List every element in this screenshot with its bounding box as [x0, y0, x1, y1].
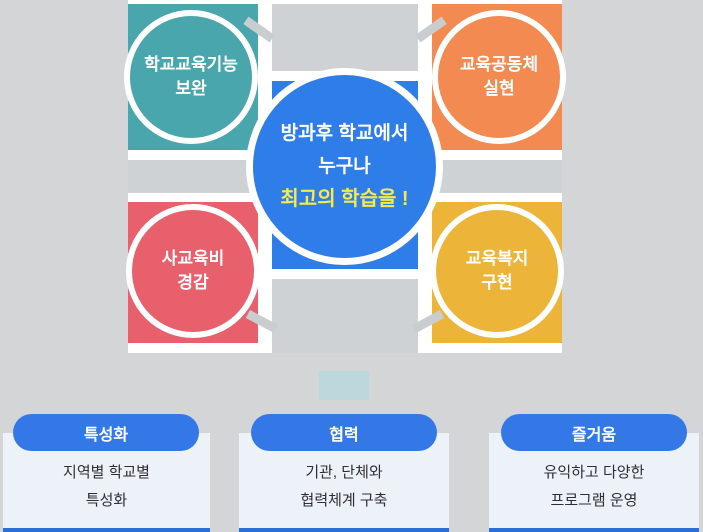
circle-private-cost-line1: 사교육비 [161, 249, 225, 268]
grid-cell-bottom-middle [272, 279, 418, 353]
pill-specialization: 특성화 [13, 414, 199, 451]
card-enjoyment-line2: 프로그램 운영 [550, 492, 638, 509]
circle-edu-welfare: 교육복지 구현 [430, 204, 564, 338]
pill-cooperation-label: 협력 [329, 426, 359, 444]
circle-school-function-line1: 학교교육기능 [144, 55, 238, 74]
grid-cell-middle-right [432, 160, 562, 193]
card-enjoyment-line1: 유익하고 다양한 [543, 464, 645, 481]
pill-specialization-label: 특성화 [83, 426, 129, 444]
center-slogan-line1: 방과후 학교에서 [280, 123, 409, 144]
center-slogan-line2: 누구나 [318, 156, 371, 177]
circle-edu-community: 교육공동체 실현 [432, 10, 566, 144]
circle-edu-welfare-line1: 교육복지 [465, 249, 529, 268]
card-specialization-line1: 지역별 학교별 [63, 464, 150, 481]
card-cooperation-line1: 기관, 단체와 [305, 464, 383, 481]
grid-cell-top-middle [272, 4, 418, 71]
circle-private-cost-line2: 경감 [177, 273, 209, 292]
circle-edu-community-line1: 교육공동체 [459, 55, 539, 74]
pill-enjoyment: 즐거움 [501, 414, 687, 451]
card-specialization-line2: 특성화 [85, 492, 128, 509]
center-slogan-highlight: 최고의 학습을 ! [280, 188, 409, 210]
circle-school-function-line2: 보완 [175, 79, 207, 98]
down-connector-rect [319, 371, 369, 400]
circle-edu-welfare-line2: 구현 [481, 273, 513, 292]
circle-private-cost: 사교육비 경감 [126, 204, 260, 338]
circle-edu-community-line2: 실현 [483, 79, 515, 98]
card-cooperation-line2: 협력체계 구축 [300, 492, 388, 509]
pill-cooperation: 협력 [251, 414, 437, 451]
grid-cell-middle-left [128, 160, 258, 193]
circle-center-slogan: 방과후 학교에서 누구나 최고의 학습을 ! [246, 68, 443, 265]
circle-school-function: 학교교육기능 보완 [124, 10, 258, 144]
pill-enjoyment-label: 즐거움 [571, 426, 617, 444]
